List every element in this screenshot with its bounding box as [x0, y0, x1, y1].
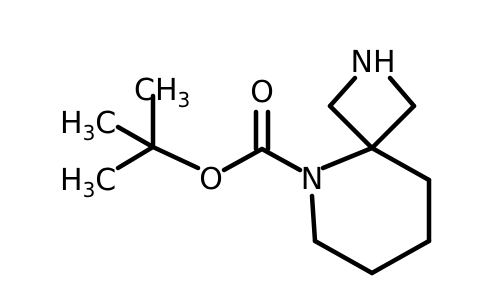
carbonyl-oxygen-label: O — [250, 75, 274, 110]
bond-c3-to-c4 — [312, 238, 375, 276]
bond-spiro-c-to-c1 — [369, 145, 432, 183]
upper-methyl-subscript: 3 — [83, 121, 96, 145]
lower-methyl-main: H — [60, 163, 83, 198]
upper-methyl-main: H — [60, 106, 83, 141]
bond-tbu-c-to-ester-o — [150, 144, 201, 171]
azetidine-hydrogen-label: H — [373, 45, 396, 80]
ester-oxygen-label: O — [199, 162, 223, 197]
piperidine-nitrogen-label: N — [301, 162, 323, 197]
top-methyl-subscript: 3 — [178, 88, 191, 112]
bond-carbonyl-c-to-n — [259, 146, 303, 173]
bond-tbu-c-to-upper-methyl — [115, 124, 156, 150]
upper-methyl-label: H3C — [60, 106, 116, 145]
top-methyl-label: CH3 — [134, 73, 190, 112]
bond-azetidine-right-to-spiro-c — [369, 103, 417, 151]
bond-nh-to-azetidine-right — [387, 75, 417, 109]
bond-c4-to-n — [309, 193, 318, 244]
bonds — [115, 75, 432, 276]
bond-azetidine-left-to-nh — [327, 75, 358, 109]
bond-spiro-c-to-azetidine-left — [327, 103, 375, 151]
atom-labels: O O N NH CH3 H3C H3C — [60, 45, 396, 202]
lower-methyl-label: H3C — [60, 163, 116, 202]
bond-n-to-spiro-c — [320, 145, 375, 171]
azetidine-nitrogen-label: N — [350, 45, 372, 80]
azetidine-nh-label: NH — [350, 45, 395, 80]
top-methyl-main: CH — [134, 73, 178, 108]
lower-methyl-subscript: 3 — [83, 178, 96, 202]
bond-ester-o-to-carbonyl-c — [221, 146, 265, 173]
upper-methyl-tail: C — [95, 106, 116, 141]
bond-c2-to-c3 — [369, 238, 432, 276]
bond-tbu-c-to-lower-methyl — [115, 144, 156, 171]
lower-methyl-tail: C — [95, 163, 116, 198]
